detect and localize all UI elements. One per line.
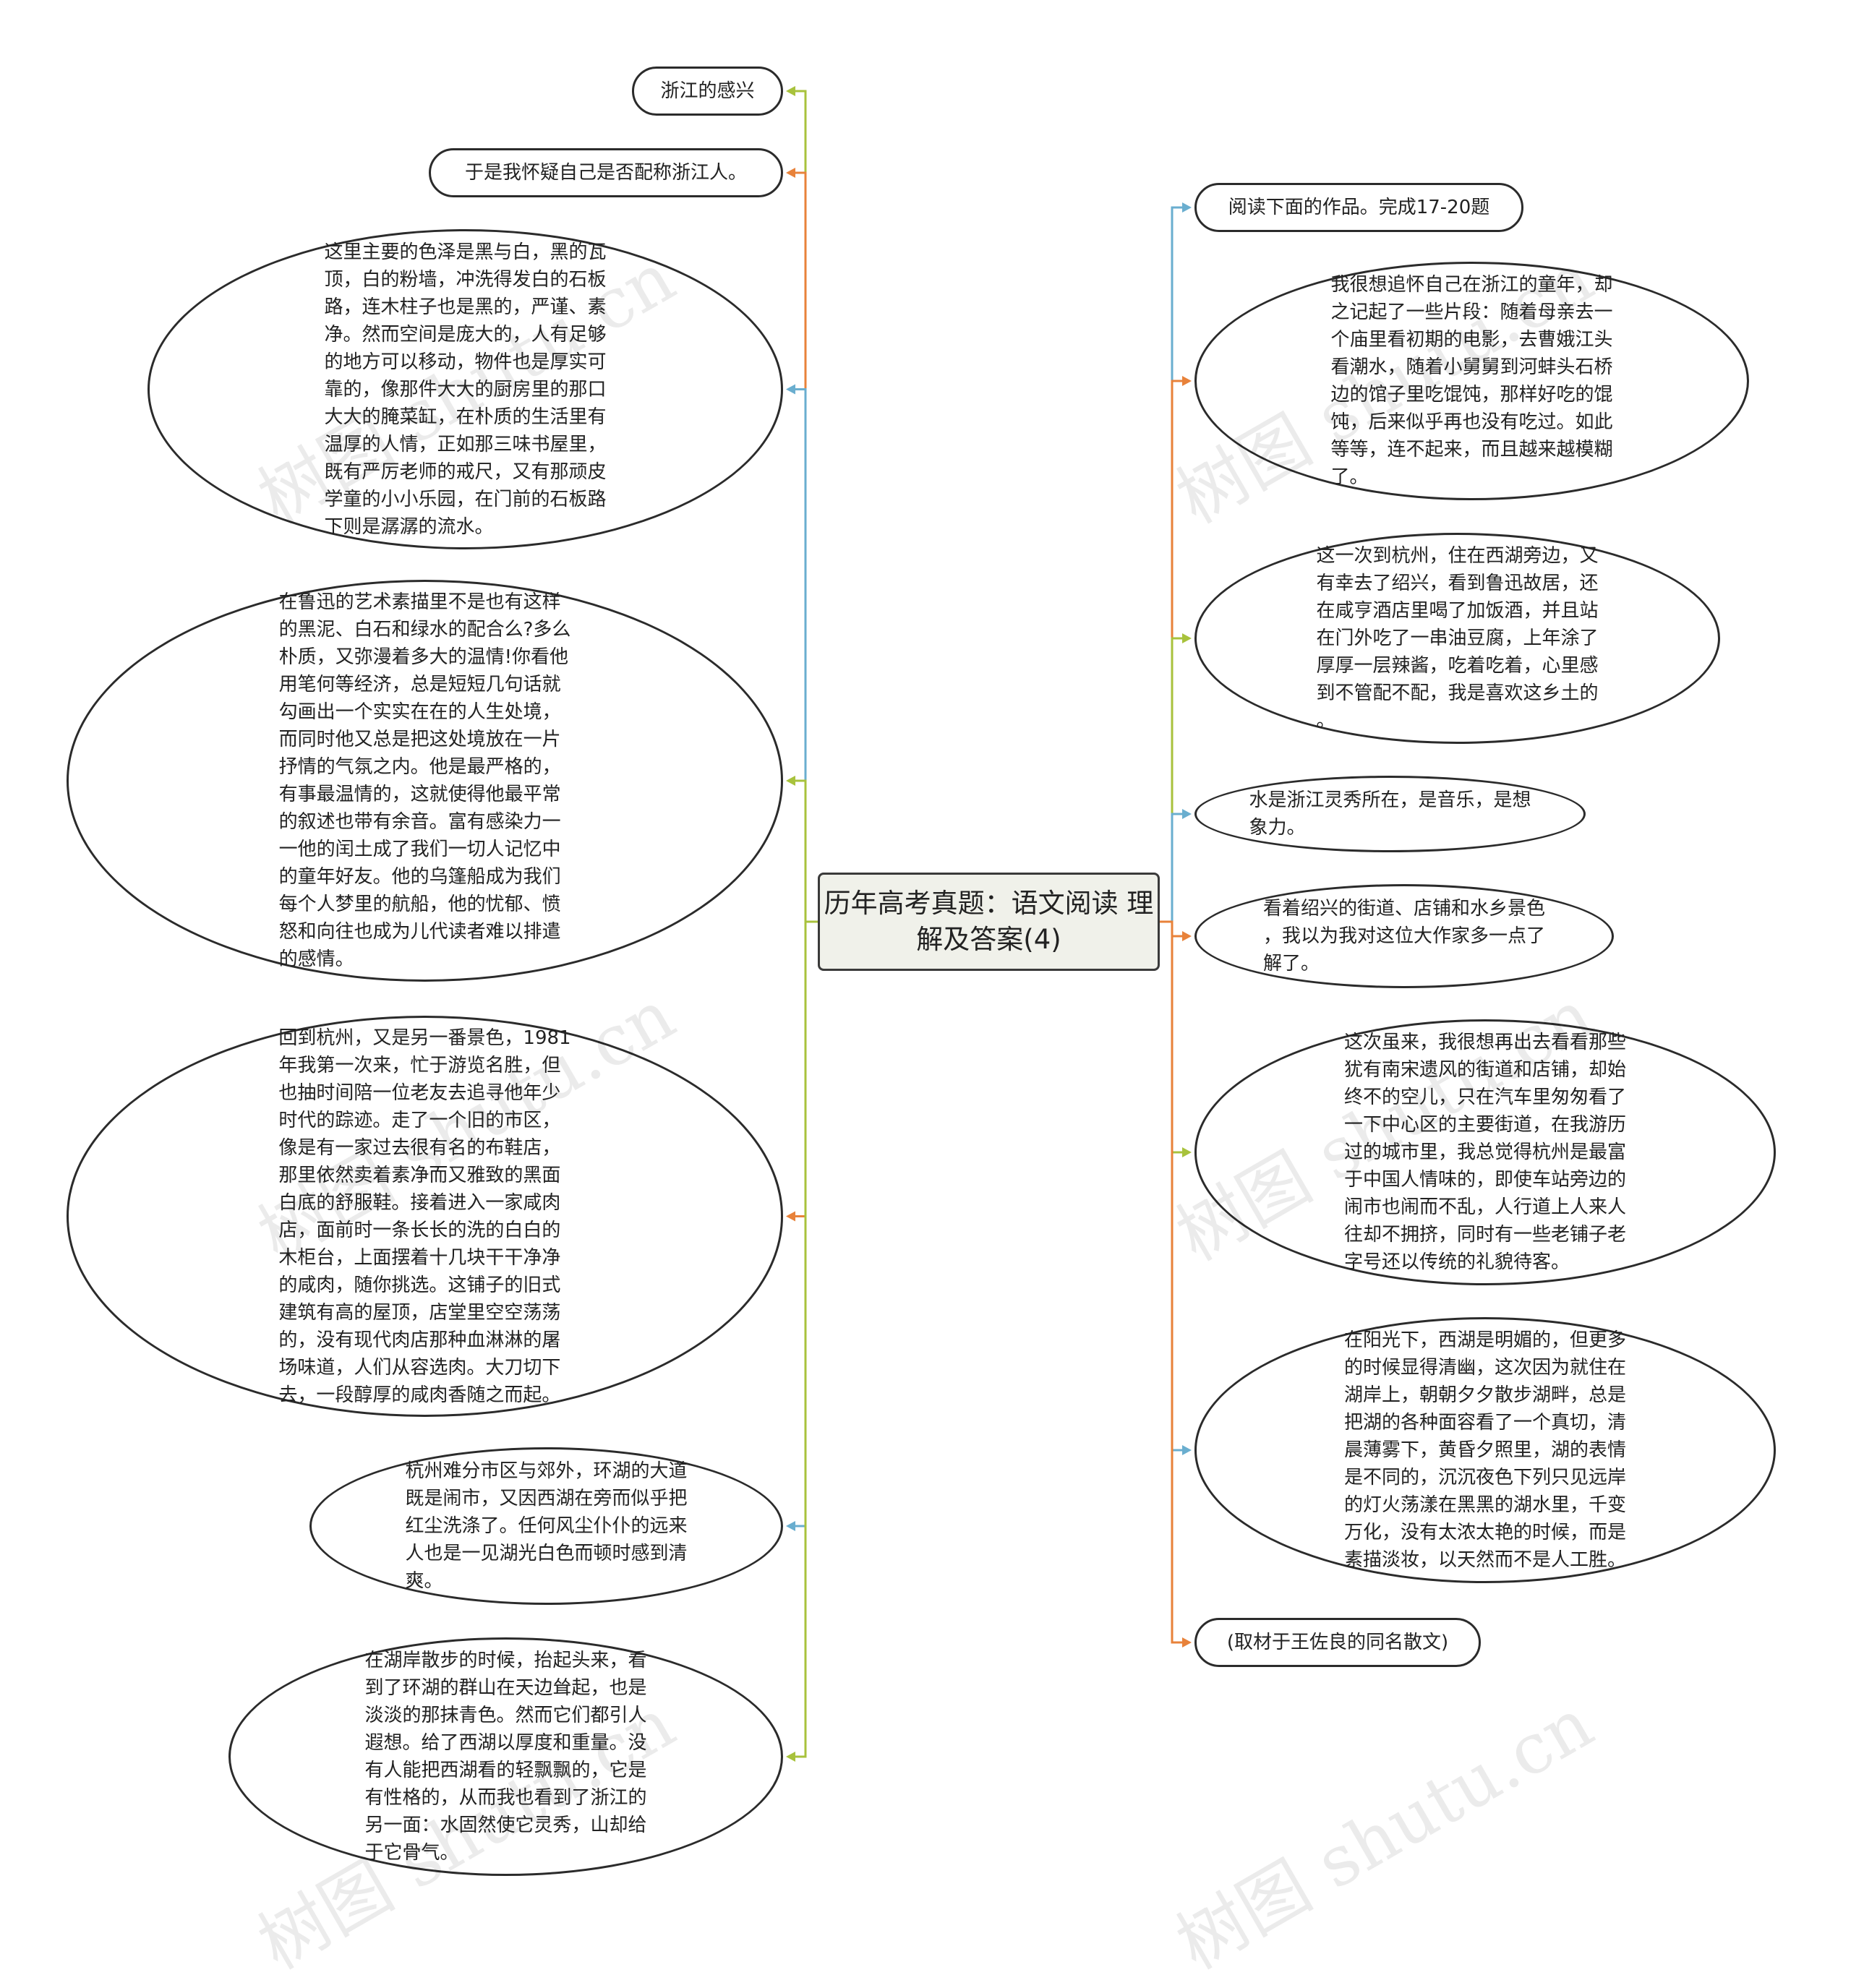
- left-topic-7[interactable]: 在湖岸散步的时候，抬起头来，看 到了环湖的群山在天边耸起，也是 淡淡的那抹青色。…: [228, 1637, 783, 1876]
- right-topic-6[interactable]: 这次虽来，我很想再出去看看那些 犹有南宋遗风的街道和店铺，却始 终不的空儿，只在…: [1194, 1019, 1776, 1285]
- right-topic-5[interactable]: 看着绍兴的街道、店铺和水乡景色 ，我以为我对这位大作家多一点了 解了。: [1194, 884, 1614, 988]
- central-topic-label: 历年高考真题：语文阅读 理解及答案(4): [824, 888, 1154, 955]
- right-connector-arrow: [1182, 633, 1192, 643]
- right-connector-arrow: [1182, 1637, 1192, 1648]
- right-connector: [1160, 920, 1183, 1644]
- left-connector-arrow: [786, 384, 795, 395]
- right-connector-arrow: [1182, 931, 1192, 941]
- right-topic-8[interactable]: (取材于王佐良的同名散文): [1194, 1618, 1481, 1667]
- left-topic-1[interactable]: 浙江的感兴: [632, 67, 783, 116]
- right-topic-1-text: 阅读下面的作品。完成17-20题: [1228, 197, 1490, 218]
- connector-lines: [786, 86, 1192, 1762]
- left-topic-2-text: 于是我怀疑自己是否配称浙江人。: [464, 162, 747, 184]
- right-topic-4-text: 水是浙江灵秀所在，是音乐，是想 象力。: [1249, 789, 1531, 839]
- right-topic-3-text: 这一次到杭州，住在西湖旁边，又 有幸去了绍兴，看到鲁迅故居，还 在咸亨酒店里喝了…: [1316, 545, 1599, 732]
- left-connector: [795, 779, 818, 923]
- left-topic-2[interactable]: 于是我怀疑自己是否配称浙江人。: [429, 148, 783, 197]
- left-topic-3-text: 这里主要的色泽是黑与白，黑的瓦 顶，白的粉墙，冲洗得发白的石板 路，连木柱子也是…: [324, 241, 607, 538]
- left-topic-7-text: 在湖岸散步的时候，抬起头来，看 到了环湖的群山在天边耸起，也是 淡淡的那抹青色。…: [364, 1650, 647, 1864]
- left-connector-arrow: [786, 1211, 795, 1222]
- right-topic-2[interactable]: 我很想追怀自己在浙江的童年，却 之记起了一些片段：随着母亲去一 个庙里看初期的电…: [1194, 262, 1749, 500]
- left-connector-arrow: [786, 1521, 795, 1531]
- left-topic-5-text: 回到杭州，又是另一番景色，1981 年我第一次来，忙于游览名胜，但 也抽时间陪一…: [278, 1027, 571, 1406]
- right-topic-4[interactable]: 水是浙江灵秀所在，是音乐，是想 象力。: [1194, 776, 1586, 852]
- right-topic-8-text: (取材于王佐良的同名散文): [1226, 1632, 1449, 1653]
- central-topic[interactable]: 历年高考真题：语文阅读 理解及答案(4): [818, 873, 1160, 971]
- right-topic-5-text: 看着绍兴的街道、店铺和水乡景色 ，我以为我对这位大作家多一点了 解了。: [1262, 898, 1545, 974]
- right-connector-arrow: [1182, 809, 1192, 819]
- right-connector: [1160, 813, 1183, 923]
- left-topic-5[interactable]: 回到杭州，又是另一番景色，1981 年我第一次来，忙于游览名胜，但 也抽时间陪一…: [67, 1016, 783, 1417]
- right-connector-arrow: [1182, 202, 1192, 213]
- right-topic-1[interactable]: 阅读下面的作品。完成17-20题: [1194, 183, 1523, 232]
- left-topic-6-text: 杭州难分市区与郊外，环湖的大道 既是闹市，又因西湖在旁而似乎把 红尘洗涤了。任何…: [405, 1460, 688, 1592]
- right-topic-7[interactable]: 在阳光下，西湖是明媚的，但更多 的时候显得清幽，这次因为就住在 湖岸上，朝朝夕夕…: [1194, 1317, 1776, 1583]
- left-topic-6[interactable]: 杭州难分市区与郊外，环湖的大道 既是闹市，又因西湖在旁而似乎把 红尘洗涤了。任何…: [309, 1447, 783, 1605]
- left-connector-arrow: [786, 776, 795, 786]
- right-connector-arrow: [1182, 1445, 1192, 1455]
- left-topic-4[interactable]: 在鲁迅的艺术素描里不是也有这样 的黑泥、白石和绿水的配合么?多么 朴质，又弥漫着…: [67, 580, 783, 982]
- left-connector-arrow: [786, 168, 795, 178]
- right-connector-arrow: [1182, 376, 1192, 386]
- left-topic-4-text: 在鲁迅的艺术素描里不是也有这样 的黑泥、白石和绿水的配合么?多么 朴质，又弥漫着…: [278, 591, 571, 970]
- left-connector: [795, 920, 818, 1758]
- right-topic-6-text: 这次虽来，我很想再出去看看那些 犹有南宋遗风的街道和店铺，却始 终不的空儿，只在…: [1343, 1032, 1626, 1273]
- left-topic-3[interactable]: 这里主要的色泽是黑与白，黑的瓦 顶，白的粉墙，冲洗得发白的石板 路，连木柱子也是…: [148, 229, 783, 549]
- right-topic-3[interactable]: 这一次到杭州，住在西湖旁边，又 有幸去了绍兴，看到鲁迅故居，还 在咸亨酒店里喝了…: [1194, 533, 1720, 744]
- right-topic-2-text: 我很想追怀自己在浙江的童年，却 之记起了一些片段：随着母亲去一 个庙里看初期的电…: [1330, 274, 1613, 488]
- left-topic-1-text: 浙江的感兴: [660, 80, 755, 102]
- right-topic-7-text: 在阳光下，西湖是明媚的，但更多 的时候显得清幽，这次因为就住在 湖岸上，朝朝夕夕…: [1343, 1329, 1626, 1571]
- right-connector-arrow: [1182, 1147, 1192, 1157]
- left-connector-arrow: [786, 1752, 795, 1762]
- left-connector-arrow: [786, 86, 795, 96]
